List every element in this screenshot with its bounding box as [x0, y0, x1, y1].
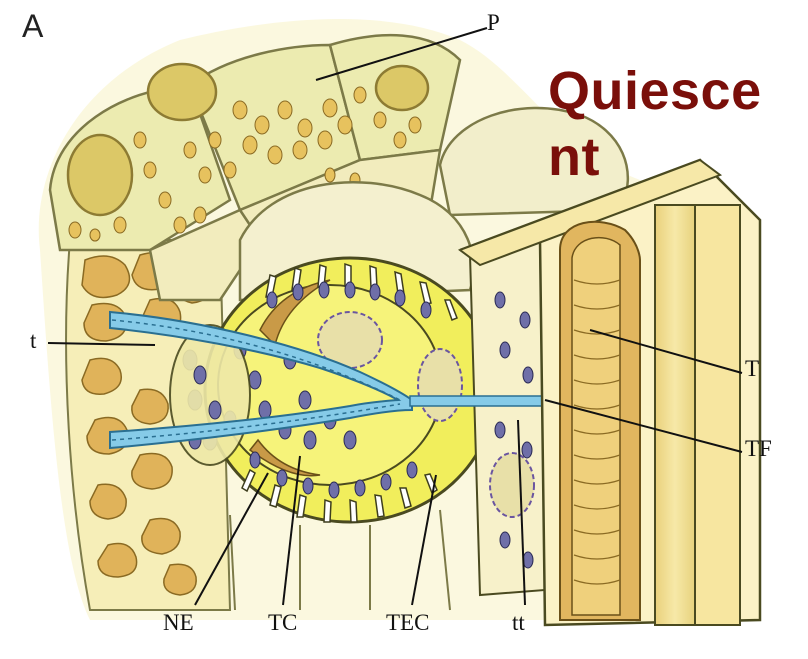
label-tec: TEC	[386, 610, 429, 636]
label-cap-t: T	[745, 356, 759, 382]
label-t: t	[30, 328, 36, 354]
label-tt: tt	[512, 610, 525, 636]
state-label: Quiesce nt	[548, 58, 808, 190]
label-tf: TF	[745, 436, 772, 462]
label-ne: NE	[163, 610, 194, 636]
label-tc: TC	[268, 610, 297, 636]
label-p: P	[487, 10, 500, 36]
panel-letter: A	[22, 8, 43, 45]
